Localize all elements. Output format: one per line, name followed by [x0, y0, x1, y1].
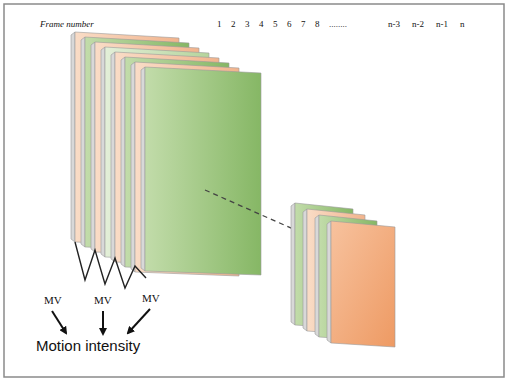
frame-edge — [303, 209, 307, 331]
frame-index: 5 — [273, 20, 278, 30]
frame-edge — [81, 37, 85, 247]
motion-arrow — [128, 309, 150, 333]
mv-label: MV — [94, 294, 112, 306]
outer-border — [4, 4, 504, 377]
video-frame — [331, 221, 395, 347]
mv-label: MV — [44, 294, 62, 306]
frame-edge — [315, 215, 319, 337]
motion-arrow — [102, 311, 104, 334]
frame-stack — [291, 203, 395, 347]
frame-stack — [71, 32, 261, 276]
frame-index: 1 — [217, 20, 222, 30]
frame-index: 2 — [231, 20, 236, 30]
frame-index: n-3 — [388, 20, 400, 30]
dashed-link — [205, 190, 300, 232]
frame-edge — [131, 62, 135, 272]
frame-index: n — [460, 20, 465, 30]
frame-index: 8 — [315, 20, 320, 30]
frame-edge — [291, 203, 295, 325]
frame-edge — [327, 221, 331, 343]
frame-edge — [91, 42, 95, 252]
motion-label: Motion intensity — [36, 338, 140, 355]
axis-title: Frame number — [40, 20, 94, 30]
ellipsis: ........ — [329, 20, 347, 30]
frame-edge — [71, 32, 75, 242]
frame-index: 3 — [245, 20, 250, 30]
video-frame — [145, 67, 261, 275]
frame-edge — [121, 57, 125, 267]
frame-index: 7 — [301, 20, 306, 30]
frame-index: 4 — [259, 20, 264, 30]
frame-index: n-1 — [436, 20, 448, 30]
motion-arrow — [52, 311, 66, 333]
mv-label: MV — [142, 292, 160, 304]
frame-index: n-2 — [412, 20, 424, 30]
frame-edge — [111, 52, 115, 262]
frame-edge — [101, 47, 105, 257]
frame-index: 6 — [287, 20, 292, 30]
zigzag-line — [75, 242, 146, 288]
frame-edge — [141, 67, 145, 271]
